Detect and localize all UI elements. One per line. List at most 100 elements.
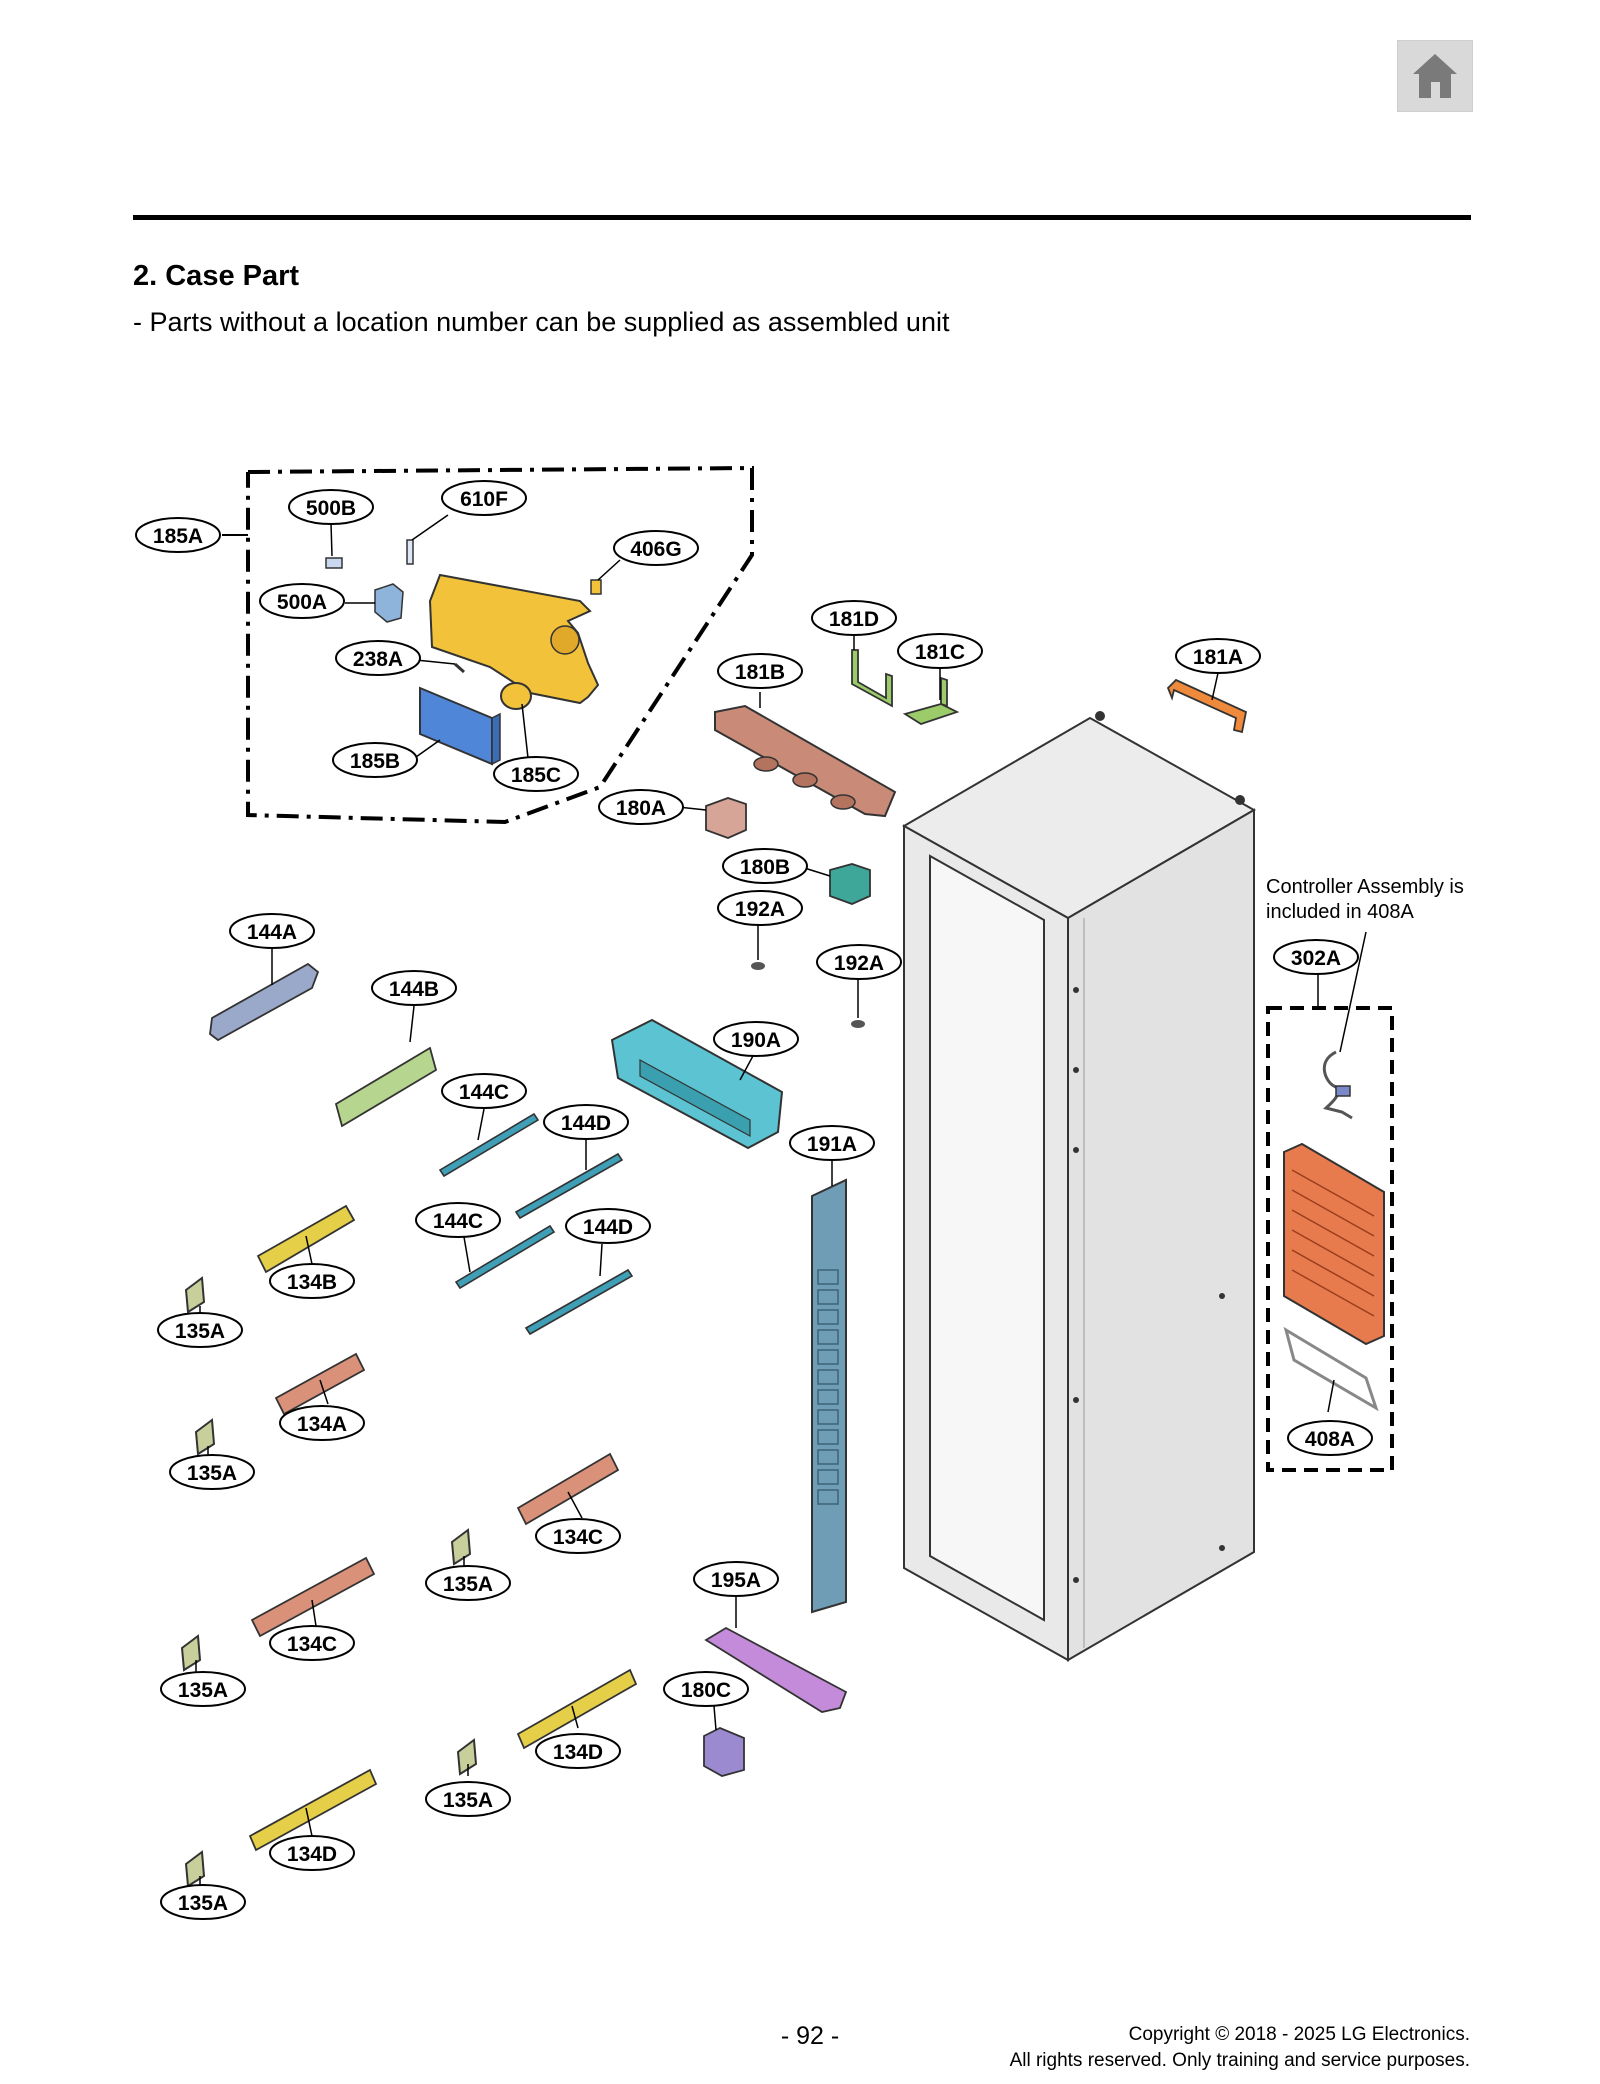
svg-text:134D: 134D: [287, 1843, 337, 1866]
part-610f: [406, 539, 414, 565]
hinges: [180, 1204, 638, 1888]
svg-text:144A: 144A: [247, 921, 297, 944]
svg-text:135A: 135A: [175, 1320, 225, 1343]
side-parts: [209, 948, 848, 1777]
svg-text:135A: 135A: [443, 1573, 493, 1596]
svg-text:191A: 191A: [807, 1133, 857, 1156]
svg-text:134C: 134C: [287, 1633, 337, 1656]
callout-135a-1: 135A: [157, 1312, 243, 1348]
callout-134d-2: 134D: [269, 1835, 355, 1871]
part-evaporator: [1283, 1142, 1385, 1346]
part-180b: [829, 863, 871, 905]
callout-135a-5: 135A: [425, 1781, 511, 1817]
callout-191a: 191A: [789, 1125, 875, 1161]
callout-192a-1: 192A: [717, 890, 803, 926]
callout-181d: 181D: [811, 600, 897, 636]
part-180c: [703, 1727, 745, 1777]
callout-135a-6: 135A: [160, 1884, 246, 1920]
control-assembly-group: [222, 465, 754, 825]
svg-text:134A: 134A: [297, 1413, 347, 1436]
part-144b: [334, 1046, 438, 1128]
duct-vents: [817, 1269, 839, 1505]
controller-note-line1: Controller Assembly is: [1266, 876, 1464, 898]
evaporator-group: [1266, 931, 1394, 1472]
callout-302a: 302A: [1273, 939, 1359, 975]
copyright-line1: Copyright © 2018 - 2025 LG Electronics.: [1128, 2024, 1470, 2045]
controller-note-line2: included in 408A: [1266, 901, 1415, 923]
home-button[interactable]: [1397, 40, 1473, 112]
svg-text:144C: 144C: [433, 1210, 483, 1233]
callout-181a: 181A: [1175, 638, 1261, 674]
svg-text:610F: 610F: [460, 488, 508, 511]
callout-610f: 610F: [441, 480, 527, 516]
callout-195a: 195A: [693, 1561, 779, 1597]
callout-134a: 134A: [279, 1405, 365, 1441]
home-icon: [1413, 54, 1457, 98]
part-180a: [705, 797, 747, 839]
callout-labels: 185A 500B 610F 406G 500A 238A 185B 185C …: [135, 480, 1373, 1920]
callout-134c-2: 134C: [269, 1625, 355, 1661]
callout-185a: 185A: [135, 517, 221, 553]
svg-text:195A: 195A: [711, 1569, 761, 1592]
part-191a: [811, 1178, 847, 1614]
part-181a: [1166, 678, 1248, 734]
svg-text:500B: 500B: [306, 497, 356, 520]
part-181b: [714, 704, 897, 818]
callout-144d-2: 144D: [565, 1208, 651, 1244]
svg-text:144B: 144B: [389, 978, 439, 1001]
svg-text:190A: 190A: [731, 1029, 781, 1052]
callout-144c-1: 144C: [441, 1073, 527, 1109]
part-500b: [325, 557, 343, 569]
assembly-boundary: [246, 465, 754, 825]
cabinet-side: [1067, 808, 1255, 1662]
callout-185c: 185C: [493, 756, 579, 792]
part-144c-1: [438, 1112, 540, 1178]
svg-text:185B: 185B: [350, 750, 400, 773]
svg-text:302A: 302A: [1291, 947, 1341, 970]
svg-text:180A: 180A: [616, 797, 666, 820]
svg-text:144C: 144C: [459, 1081, 509, 1104]
svg-text:134B: 134B: [287, 1271, 337, 1294]
svg-text:180C: 180C: [681, 1679, 731, 1702]
callout-406g: 406G: [613, 530, 699, 566]
svg-text:134C: 134C: [553, 1526, 603, 1549]
top-brackets: [677, 636, 1248, 1028]
part-185c: [500, 682, 532, 710]
svg-text:134D: 134D: [553, 1741, 603, 1764]
svg-text:135A: 135A: [187, 1462, 237, 1485]
part-144d-1: [514, 1152, 624, 1220]
part-192a: [751, 925, 865, 1028]
section-title: 2. Case Part: [133, 260, 300, 292]
page-number: - 92 -: [780, 2022, 840, 2050]
part-406g: [590, 579, 602, 595]
callout-500a: 500A: [259, 583, 345, 619]
part-302a: [1322, 1050, 1353, 1120]
svg-text:135A: 135A: [178, 1892, 228, 1915]
svg-text:144D: 144D: [561, 1112, 611, 1135]
evaporator-boundary: [1266, 1006, 1394, 1472]
callout-500b: 500B: [288, 489, 374, 525]
header-rule: [133, 215, 1471, 220]
part-181c: [902, 676, 960, 725]
callout-190a: 190A: [713, 1021, 799, 1057]
part-heater: [1283, 1326, 1379, 1412]
callout-134c-1: 134C: [535, 1518, 621, 1554]
copyright: Copyright © 2018 - 2025 LG Electronics. …: [1010, 2022, 1470, 2074]
svg-text:135A: 135A: [443, 1789, 493, 1812]
part-500a: [374, 583, 404, 623]
callout-135a-4: 135A: [160, 1671, 246, 1707]
part-144a: [209, 962, 320, 1042]
callout-144d-1: 144D: [543, 1104, 629, 1140]
part-134a: [274, 1352, 366, 1416]
part-195a: [704, 1626, 848, 1713]
callout-180a: 180A: [598, 789, 684, 825]
callout-135a-2: 135A: [169, 1454, 255, 1490]
section-note: - Parts without a location number can be…: [133, 307, 950, 337]
callout-181c: 181C: [897, 633, 983, 669]
svg-text:500A: 500A: [277, 591, 327, 614]
callout-408a: 408A: [1287, 1420, 1373, 1456]
part-135a: [180, 1276, 478, 1888]
callout-144b: 144B: [371, 970, 457, 1006]
part-144c-2: [454, 1224, 556, 1290]
part-134d-2: [248, 1768, 378, 1852]
